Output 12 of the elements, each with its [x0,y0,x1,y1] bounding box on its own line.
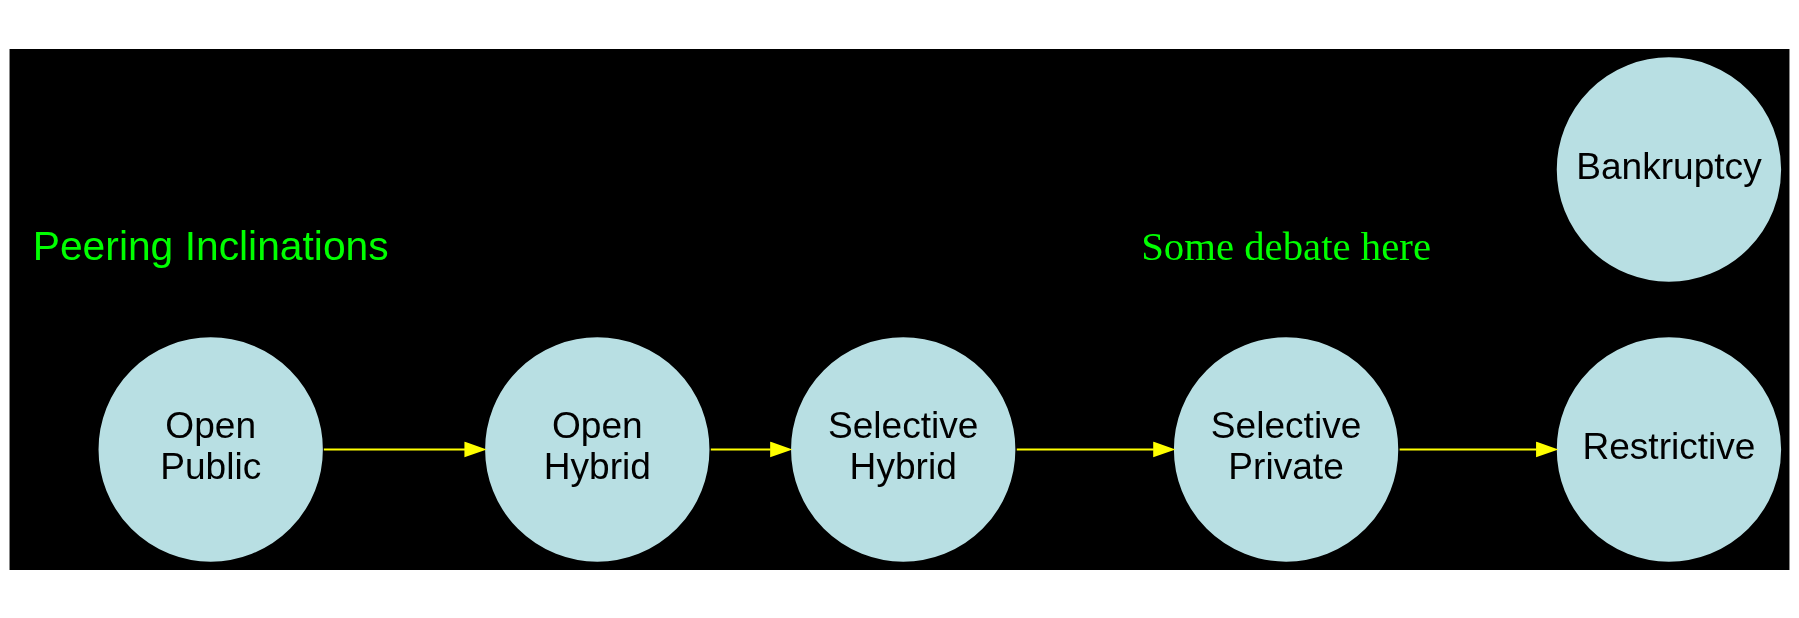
arrow [1015,441,1176,457]
node-circle: Open Public [96,334,325,563]
arrow [322,441,487,457]
node-circle: Selective Hybrid [789,334,1018,563]
node-circle: Selective Private [1172,334,1401,563]
arrow [709,441,793,457]
node-circle: Open Hybrid [483,334,712,563]
label: Some debate here [1141,223,1432,269]
node-circle: Restrictive [1554,334,1783,563]
label: Peering Inclinations [32,222,389,269]
node-circle: Bankruptcy [1554,55,1783,284]
arrow [1398,441,1559,457]
